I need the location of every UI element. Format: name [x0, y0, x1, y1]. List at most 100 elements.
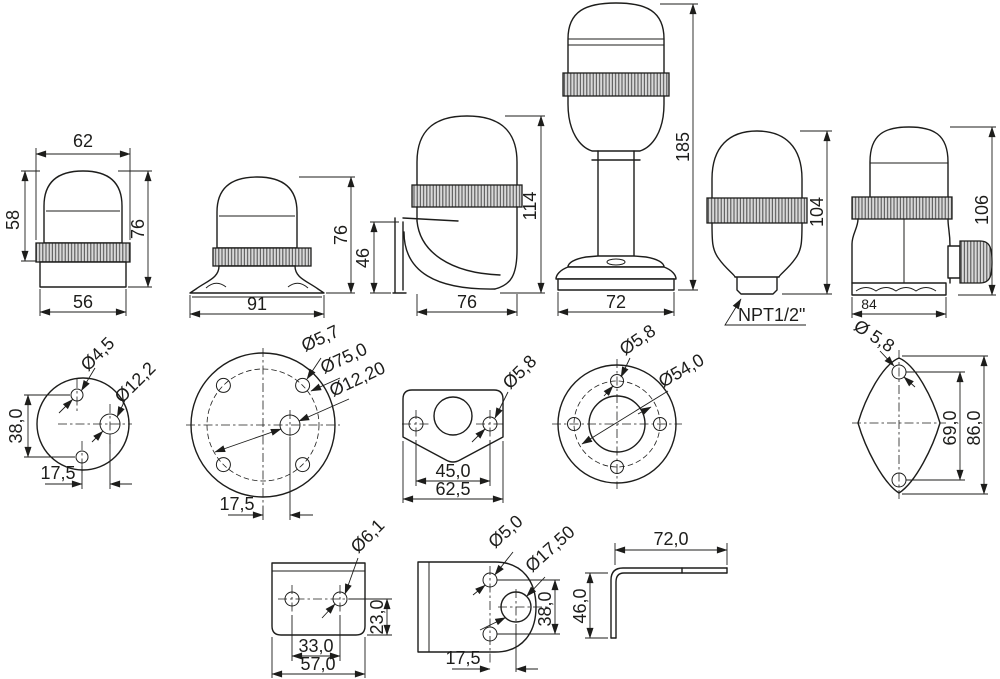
dim-vertical-spacing: 38,0 — [6, 394, 75, 458]
dim-total-height: 76 — [299, 176, 355, 294]
profile-outline — [610, 567, 728, 639]
base-outline — [39, 261, 127, 288]
dim-body-width: 76 — [416, 292, 518, 316]
pedestal-base-outline — [555, 255, 677, 291]
dim-base-width: 56 — [39, 289, 127, 316]
dim-text-offset: 17,5 — [445, 648, 480, 668]
dia-label-large: Ø12,2 — [111, 358, 160, 407]
callout-hole: Ø5,8 — [603, 321, 659, 397]
dim-text-bracket-height: 46 — [353, 248, 373, 268]
lower-body-outline — [711, 222, 803, 295]
dia-label-bolt: Ø54,0 — [655, 350, 707, 392]
dim-plate-width: 57,0 — [271, 637, 366, 678]
dim-text-width: 57,0 — [300, 654, 335, 674]
dim-base-width: 91 — [189, 294, 325, 318]
dim-text-total-height: 76 — [128, 219, 148, 239]
dim-base-width: 84 — [851, 296, 947, 318]
dim-total-height: 104 — [782, 130, 832, 295]
dim-text-base-width: 91 — [247, 294, 267, 314]
view-beacon-threaded: 104 NPT1/2" — [706, 130, 832, 326]
hole-right — [332, 591, 348, 607]
pattern-round-3-holes: Ø4,5 Ø12,2 38,0 17,5 — [6, 333, 160, 489]
ribbed-band — [212, 247, 312, 267]
hole-large — [99, 413, 121, 435]
hole — [653, 417, 667, 431]
dim-text-vertical: 38,0 — [6, 408, 26, 443]
dia-label-hole: Ø 5,8 — [850, 316, 898, 357]
dim-text-base-width: 72 — [606, 292, 626, 312]
dim-top-width: 62 — [35, 131, 131, 240]
dim-text-offset: 17,5 — [219, 494, 254, 514]
hole — [567, 417, 581, 431]
dome-outline — [869, 126, 949, 197]
callout-large-hole: Ø12,20 — [214, 358, 388, 453]
capsule-outline — [711, 130, 803, 198]
callout-thread: NPT1/2" — [724, 298, 806, 326]
dim-text-top-width: 62 — [73, 131, 93, 151]
hole-small-bottom — [75, 450, 89, 464]
dim-plate-width: 62,5 — [402, 441, 504, 503]
dim-total-height: 76 — [118, 170, 152, 288]
dim-text-spacing: 33,0 — [298, 636, 333, 656]
dim-text-leg: 46,0 — [570, 588, 590, 623]
dim-text-spacing: 45,0 — [435, 461, 470, 481]
ribbed-band — [562, 72, 670, 97]
dim-text-dome-height: 58 — [3, 210, 23, 230]
hole — [610, 374, 624, 388]
view-beacon-wall-bracket: 46 114 76 — [353, 115, 545, 316]
dim-arm-length: 72,0 — [614, 529, 728, 565]
dim-horizontal-offset: 17,5 — [219, 437, 313, 520]
cable-gland-outline — [947, 240, 993, 284]
view-beacon-compact: 62 58 76 56 — [3, 131, 152, 316]
dia-label-large: Ø17,50 — [521, 522, 578, 576]
dia-label-hole: Ø5,8 — [616, 321, 659, 360]
dim-total-height: 185 — [660, 3, 698, 291]
dim-vertical-spacing: 38,0 — [497, 579, 560, 635]
view-beacon-pole: 185 72 — [555, 2, 698, 316]
dim-text-total-height: 104 — [807, 197, 827, 227]
dim-text-total-height: 106 — [972, 195, 992, 225]
pattern-shield-plate: Ø5,8 45,0 62,5 — [402, 351, 540, 503]
dia-label-small: Ø5,0 — [484, 511, 526, 552]
pattern-diamond-plate: Ø 5,8 69,0 86,0 — [850, 316, 988, 501]
dim-text-arm: 72,0 — [653, 529, 688, 549]
hole-left — [408, 416, 424, 432]
bracket-angle-plate: Ø6,1 23,0 33,0 57,0 — [271, 515, 392, 678]
hole-small — [215, 377, 231, 393]
pattern-round-4-holes: Ø5,7 Ø75,0 Ø12,20 17,5 — [186, 321, 388, 520]
dim-hole-spacing: 45,0 — [415, 440, 491, 486]
ribbed-band — [706, 197, 808, 224]
bracket-d-plate: Ø5,0 Ø17,50 38,0 17,5 — [417, 511, 579, 673]
hole-large — [500, 591, 532, 623]
dim-text-vertical: 38,0 — [535, 591, 555, 626]
dome-outline — [43, 170, 123, 244]
elbow-bracket-outline — [392, 206, 518, 294]
hole-small — [295, 377, 311, 393]
dim-text-base-width: 84 — [861, 296, 877, 312]
dia-label-hole: Ø6,1 — [347, 515, 389, 557]
ribbed-band — [35, 242, 131, 263]
dim-text-hole-height: 23,0 — [367, 599, 387, 634]
dim-horizontal-offset: 17,5 — [40, 436, 132, 489]
center-hole — [433, 396, 473, 436]
dim-text-height: 86,0 — [964, 410, 984, 445]
flared-base-outline — [189, 265, 325, 294]
view-beacon-flanged: 76 91 — [189, 176, 355, 318]
dim-total-height: 106 — [950, 126, 996, 296]
hole — [610, 460, 624, 474]
dim-base-width: 72 — [557, 292, 675, 316]
hole-right — [482, 416, 498, 432]
dim-bracket-height: 46 — [353, 221, 399, 294]
dim-text-base-width: 56 — [73, 292, 93, 312]
body-outline — [851, 218, 951, 284]
ribbed-band — [411, 184, 523, 208]
bracket-l-profile: 72,0 46,0 — [570, 529, 728, 639]
hole-small-top — [70, 388, 84, 402]
dome-outline — [216, 176, 298, 249]
foot-outline — [851, 282, 947, 296]
dim-text-total-height: 185 — [673, 132, 693, 162]
dim-text-total-height: 76 — [331, 225, 351, 245]
ribbed-band — [851, 196, 953, 220]
dim-text-width: 62,5 — [435, 479, 470, 499]
